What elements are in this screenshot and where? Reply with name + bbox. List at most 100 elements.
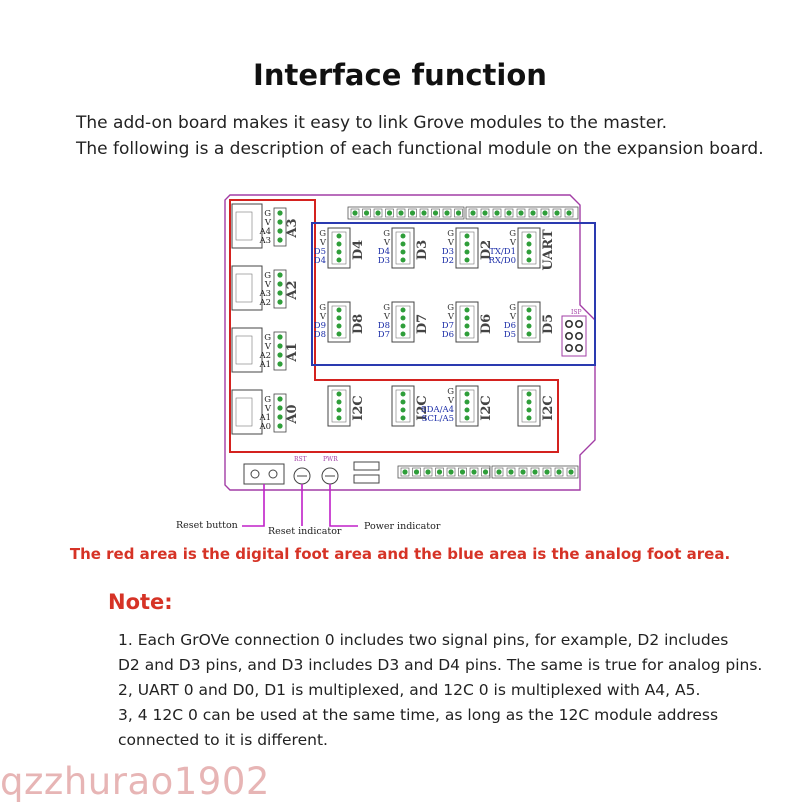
pin-pad — [431, 208, 440, 218]
connector-pin — [277, 290, 283, 296]
connector-pin — [400, 241, 406, 247]
pin-pad — [423, 467, 433, 477]
connector-pin — [464, 315, 470, 321]
pin — [506, 210, 512, 216]
connector-pin — [400, 415, 406, 421]
pin — [402, 469, 408, 475]
pin-pad — [408, 208, 417, 218]
port-name: UART — [541, 229, 556, 271]
connector-pin — [464, 323, 470, 329]
pin-pad — [350, 208, 360, 218]
pin-pad — [552, 208, 562, 218]
pin-label: SCL/A5 — [422, 414, 454, 424]
pin — [459, 469, 466, 475]
pin-label: D2 — [442, 256, 454, 266]
pin-label: V — [447, 238, 455, 248]
pin-label: V — [319, 238, 327, 248]
pin-label: SDA/A4 — [421, 405, 454, 415]
port-name: I2C — [351, 395, 366, 420]
pin-label: G — [447, 229, 454, 239]
connector-inner — [235, 273, 253, 303]
pin-pad — [373, 208, 383, 218]
board-outline — [224, 194, 596, 491]
port-name: I2C — [479, 395, 494, 420]
pin — [554, 210, 560, 216]
connector-pin — [526, 249, 532, 255]
isp-pin — [574, 320, 583, 329]
pin-label: V — [447, 312, 455, 322]
pin-label: TX/D1 — [489, 247, 516, 257]
connector-body — [231, 265, 263, 311]
pin-label: G — [264, 271, 271, 281]
pin — [568, 469, 574, 475]
connector-pin — [400, 307, 406, 313]
connector-inner — [235, 211, 253, 241]
pin-header — [273, 207, 287, 247]
connector-pin — [464, 407, 470, 413]
connector-pin — [336, 249, 342, 255]
pin — [482, 210, 488, 216]
connector-pin — [277, 405, 283, 411]
pin-label: A3 — [258, 289, 271, 299]
pin — [518, 210, 524, 216]
pin — [436, 469, 443, 475]
pin-label: D4 — [314, 256, 326, 266]
pin — [542, 210, 548, 216]
pin-pad — [442, 208, 452, 218]
header-frame — [347, 206, 465, 220]
pin — [386, 210, 393, 216]
isp-pin — [574, 344, 583, 353]
pin-label: D3 — [378, 256, 390, 266]
pin-pad — [469, 467, 479, 477]
pin — [352, 210, 358, 216]
connector-body — [455, 301, 479, 343]
digital-foot-area — [229, 199, 559, 453]
bottom-row: RST PWR — [243, 456, 579, 485]
pin — [566, 210, 572, 216]
connector-inner — [459, 231, 475, 265]
connector-inner — [395, 389, 411, 423]
pin — [413, 469, 420, 475]
pin-label: A3 — [258, 236, 271, 246]
pin-pad — [468, 208, 478, 218]
port-name: D3 — [415, 240, 430, 260]
pin-label: G — [509, 303, 516, 313]
pin — [532, 469, 538, 475]
pin-pad — [516, 208, 526, 218]
pin-pad — [480, 208, 490, 218]
pin-pad — [554, 467, 564, 477]
pin-label: D6 — [504, 321, 516, 331]
pin-pad — [481, 467, 490, 477]
pin-pad — [540, 208, 550, 218]
connector-pin — [400, 407, 406, 413]
connector-inner — [521, 305, 537, 339]
connector-pin — [400, 391, 406, 397]
connector-body — [391, 227, 415, 269]
port-name: D4 — [351, 240, 366, 260]
grove-port-i2c: I2C — [327, 385, 366, 427]
pin-label: V — [509, 238, 517, 248]
pin-pad — [396, 208, 406, 218]
connector-pin — [464, 415, 470, 421]
note-title: Note: — [108, 590, 173, 614]
pin-label: A2 — [258, 351, 271, 361]
isp-header: ISP — [561, 309, 587, 357]
pin-label: V — [264, 342, 272, 352]
connector-pin — [526, 323, 532, 329]
reset-indicator-label: Reset indicator — [268, 526, 342, 537]
intro-line-2: The following is a description of each f… — [76, 139, 764, 159]
connector-pin — [277, 352, 283, 358]
connector-pin — [277, 343, 283, 349]
pin-label: V — [509, 312, 517, 322]
pin — [455, 210, 462, 216]
connector-pin — [277, 228, 283, 234]
reset-button[interactable] — [243, 463, 285, 485]
connector-pin — [464, 307, 470, 313]
